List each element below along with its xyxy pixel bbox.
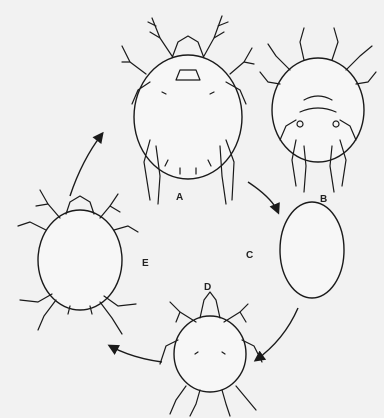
stage-a-adult-mite bbox=[122, 16, 254, 204]
stage-d-immature-mite bbox=[160, 292, 262, 416]
arrow-a-to-c bbox=[248, 182, 278, 212]
arrow-c-to-d bbox=[256, 308, 298, 360]
stage-b-adult-ventral bbox=[260, 28, 376, 192]
stage-c-egg bbox=[280, 202, 344, 298]
arrow-d-to-e bbox=[110, 346, 162, 362]
arrow-e-to-a bbox=[70, 134, 102, 196]
stage-e-adult-male bbox=[18, 190, 138, 334]
label-b: B bbox=[320, 194, 327, 205]
label-a: A bbox=[176, 192, 183, 203]
label-d: D bbox=[204, 282, 211, 293]
label-c: C bbox=[246, 250, 253, 261]
label-e: E bbox=[142, 258, 149, 269]
